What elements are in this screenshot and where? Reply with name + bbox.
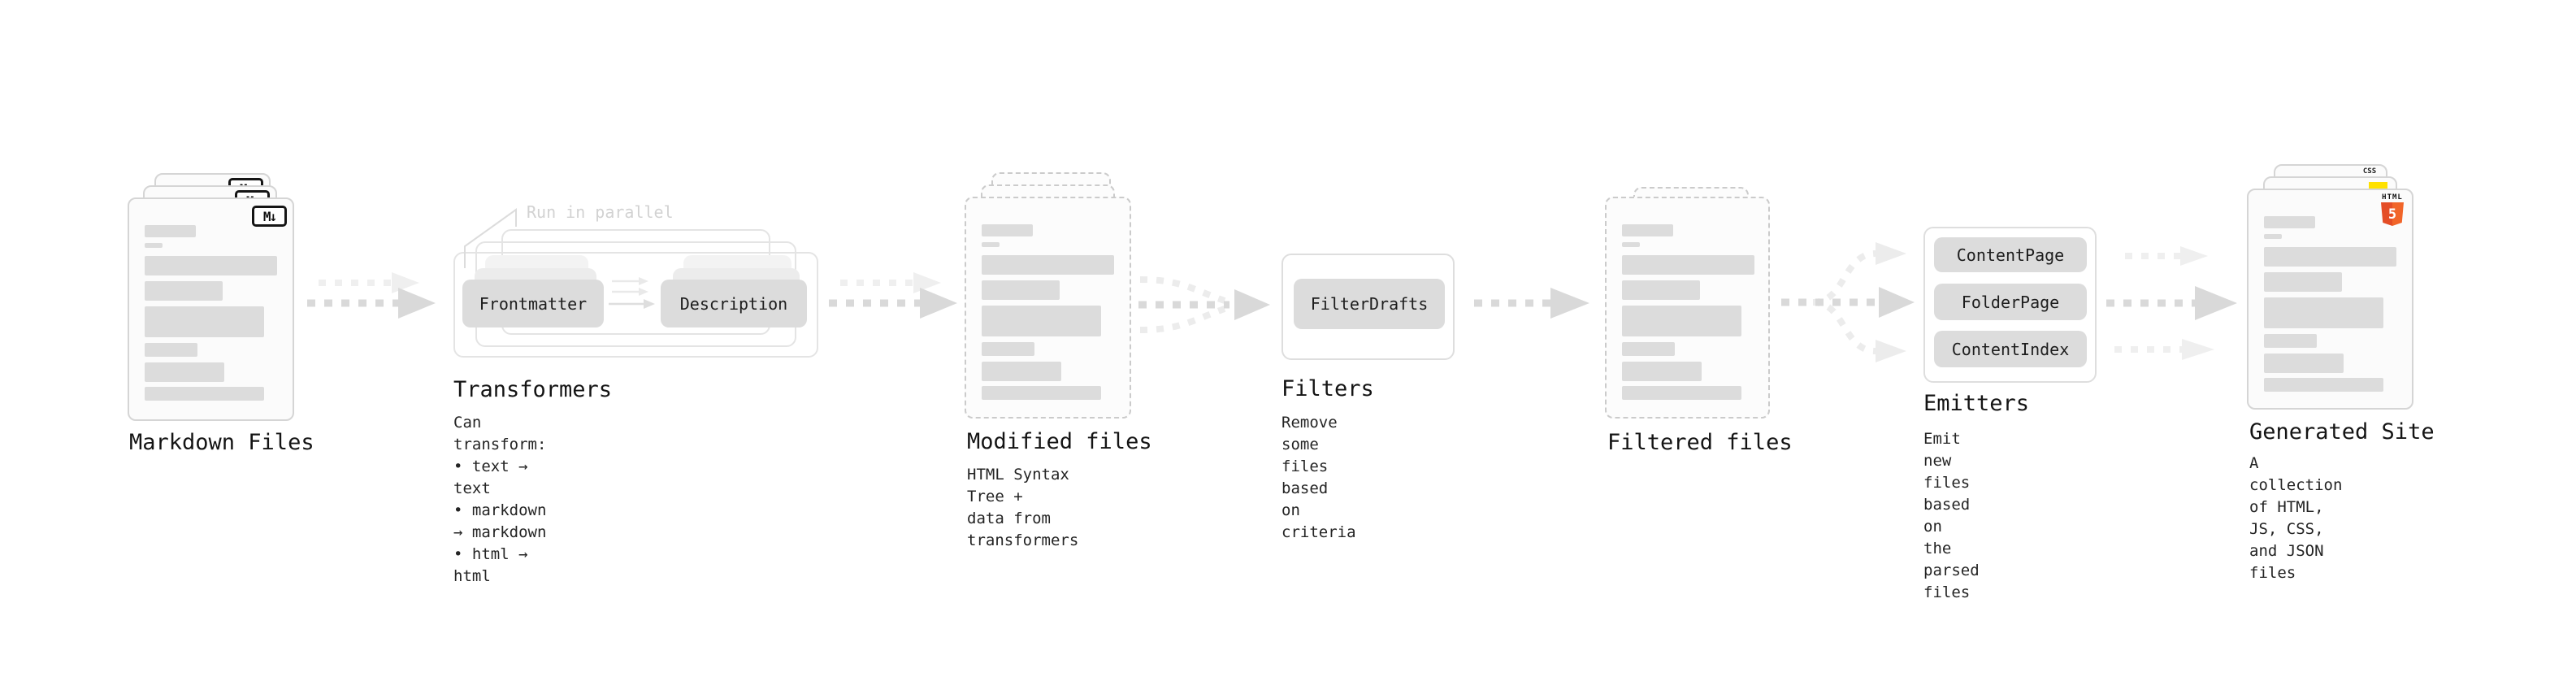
transformer-pill-description: Description: [661, 280, 807, 327]
transformer-box-front: [453, 252, 818, 358]
doc-text-bars: [2249, 190, 2412, 408]
text-line-bar: [2264, 234, 2282, 239]
modified-file-card: [965, 197, 1131, 419]
text-line-bar: [2264, 216, 2315, 228]
filter-pill-filterdrafts: FilterDrafts: [1294, 279, 1445, 329]
dashed-arrow-light: [2125, 246, 2208, 266]
filters-box: [1281, 254, 1455, 360]
text-line-bar: [145, 225, 196, 237]
converge-branch-top: [1139, 276, 1226, 304]
transformer-pill-frontmatter: Frontmatter: [462, 280, 604, 327]
arrowhead: [1879, 287, 1915, 318]
text-line-bar: [982, 342, 1034, 356]
dashed-arrow-dark: [2106, 286, 2237, 320]
modified-files-label: Modified files: [967, 429, 1152, 454]
html5-icon: HTML 5: [2379, 193, 2405, 226]
modified-files-description: HTML Syntax Tree + data from transformer…: [967, 466, 1079, 549]
generated-site-description: A collection of HTML, JS, CSS, and JSON …: [2249, 454, 2343, 582]
text-line-bar: [2264, 247, 2396, 267]
doc-text-bars: [966, 198, 1130, 417]
html5-icon-shield: 5: [2381, 202, 2404, 226]
text-line-bar: [145, 243, 163, 248]
dashed-arrow-dark: [829, 288, 957, 319]
text-line-bar: [982, 362, 1061, 381]
text-line-bar: [2264, 334, 2317, 348]
emitter-pill-contentindex: ContentIndex: [1934, 331, 2087, 367]
text-line-bar: [145, 256, 277, 275]
text-line-bar: [145, 387, 264, 401]
arrowhead: [1234, 289, 1270, 320]
doc-text-bars: [129, 199, 293, 419]
transformers-description: Can transform: • text → text • markdown …: [453, 414, 547, 585]
converge-branch-bottom: [1139, 306, 1226, 333]
filters-heading: Filters: [1281, 376, 1374, 401]
arrowhead-light: [1876, 340, 1906, 362]
text-line-bar: [1622, 255, 1754, 275]
run-in-parallel-annotation: Run in parallel: [527, 202, 674, 222]
text-line-bar: [2264, 354, 2344, 373]
markdown-file-card: M↓: [128, 197, 294, 421]
text-line-bar: [1622, 306, 1741, 336]
text-line-bar: [982, 280, 1060, 300]
dashed-arrow-light: [2114, 339, 2214, 360]
text-line-bar: [2264, 378, 2383, 392]
emitters-heading: Emitters: [1923, 391, 2030, 416]
generated-site-label: Generated Site: [2249, 419, 2435, 445]
html5-icon-number: 5: [2387, 206, 2397, 223]
markdown-files-label: Markdown Files: [129, 430, 314, 455]
text-line-bar: [145, 343, 197, 357]
emitter-pill-contentpage: ContentPage: [1934, 237, 2087, 272]
html5-icon-word: HTML: [2382, 193, 2403, 202]
markdown-icon: M↓: [252, 206, 287, 227]
filtered-files-label: Filtered files: [1607, 430, 1793, 455]
arrow-transformers-to-modified: [829, 272, 957, 319]
text-line-bar: [1622, 242, 1640, 247]
arrow-emitters-to-generated: [2106, 246, 2237, 360]
arrowhead-light: [1876, 242, 1906, 265]
text-line-bar: [1622, 362, 1702, 381]
text-line-bar: [145, 306, 264, 337]
text-line-bar: [982, 255, 1114, 275]
parallel-mini-arrows: [609, 277, 655, 309]
transformers-heading: Transformers: [453, 377, 613, 402]
text-line-bar: [1622, 342, 1675, 356]
text-line-bar: [982, 306, 1101, 336]
emitter-pill-folderpage: FolderPage: [1934, 284, 2087, 320]
css-icon-label: CSS: [2362, 167, 2377, 176]
generated-file-card-html: HTML 5: [2247, 189, 2413, 410]
annotation-leader-line: [464, 208, 517, 268]
text-line-bar: [982, 242, 1000, 247]
emitters-box: [1923, 227, 2097, 383]
arrowhead: [1550, 288, 1589, 319]
text-line-bar: [982, 224, 1033, 236]
text-line-bar: [145, 281, 223, 301]
dashed-arrow-dark: [307, 288, 436, 319]
arrow-modified-to-filters-converge: [1138, 276, 1270, 333]
arrow-markdown-to-transformers: [307, 272, 436, 319]
diverge-branch-top: [1812, 250, 1876, 306]
text-line-bar: [1622, 280, 1700, 300]
filtered-file-card: [1605, 197, 1770, 419]
text-line-bar: [1622, 224, 1673, 236]
emitters-description: Emit new files based on the parsed files: [1923, 430, 1980, 601]
text-line-bar: [2264, 272, 2342, 292]
text-line-bar: [145, 362, 224, 382]
text-line-bar: [982, 386, 1101, 400]
text-line-bar: [2264, 297, 2383, 328]
filters-description: Remove some files based on criteria: [1281, 414, 1356, 541]
doc-text-bars: [1607, 198, 1768, 417]
text-line-bar: [1622, 386, 1741, 400]
diverge-branch-bottom: [1812, 299, 1876, 354]
arrow-filtered-to-emitters-diverge: [1781, 242, 1915, 362]
arrow-filters-to-filtered: [1474, 288, 1589, 319]
